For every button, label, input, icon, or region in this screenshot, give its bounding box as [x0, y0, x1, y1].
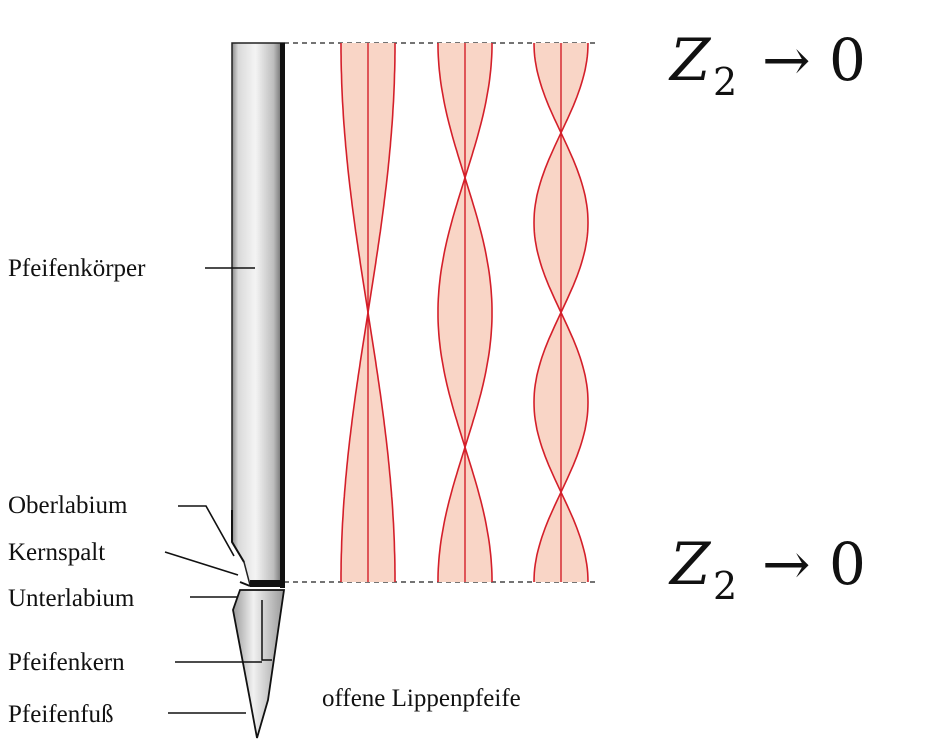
label-languid: Pfeifenkern — [8, 649, 125, 676]
organ-pipe — [231, 42, 286, 739]
boundary-top-formula: Z 2 → 0 — [668, 26, 866, 104]
leader-upper-lip — [178, 505, 235, 557]
boundary-bottom-formula: Z 2 → 0 — [668, 530, 866, 608]
mode-3-envelope-fill — [534, 43, 588, 582]
boundary-top-relation: → 0 — [762, 26, 866, 94]
languid-mark — [261, 600, 272, 661]
standing-wave-modes — [340, 42, 589, 583]
pipe-foot — [232, 589, 286, 739]
label-lower-lip: Unterlabium — [8, 585, 135, 612]
mode-3-right-curve — [560, 42, 589, 583]
mode-2-right-curve — [464, 43, 493, 582]
boundary-top-symbol: Z — [668, 26, 712, 94]
mode-3-left-curve — [533, 42, 562, 583]
pipe-languid — [250, 580, 284, 587]
label-foot: Pfeifenfuß — [8, 701, 114, 728]
label-upper-lip: Oberlabium — [8, 492, 128, 519]
boundary-bottom-relation: → 0 — [762, 530, 866, 598]
boundary-bottom-subscript: 2 — [713, 564, 737, 608]
mode-1-envelope-fill — [341, 43, 395, 582]
label-flue: Kernspalt — [8, 539, 105, 566]
pipe-right-wall — [280, 43, 285, 588]
leader-flue — [164, 551, 239, 576]
flue-mark — [239, 581, 251, 587]
caption: offene Lippenpfeife — [322, 685, 521, 712]
label-body: Pfeifenkörper — [8, 255, 146, 282]
boundary-bottom-symbol: Z — [668, 530, 712, 598]
pipe-body — [231, 42, 285, 586]
upper-lip-edge — [231, 510, 245, 563]
mode-2-left-curve — [437, 43, 466, 582]
boundary-top-subscript: 2 — [713, 60, 737, 104]
label-leaders — [164, 267, 262, 714]
